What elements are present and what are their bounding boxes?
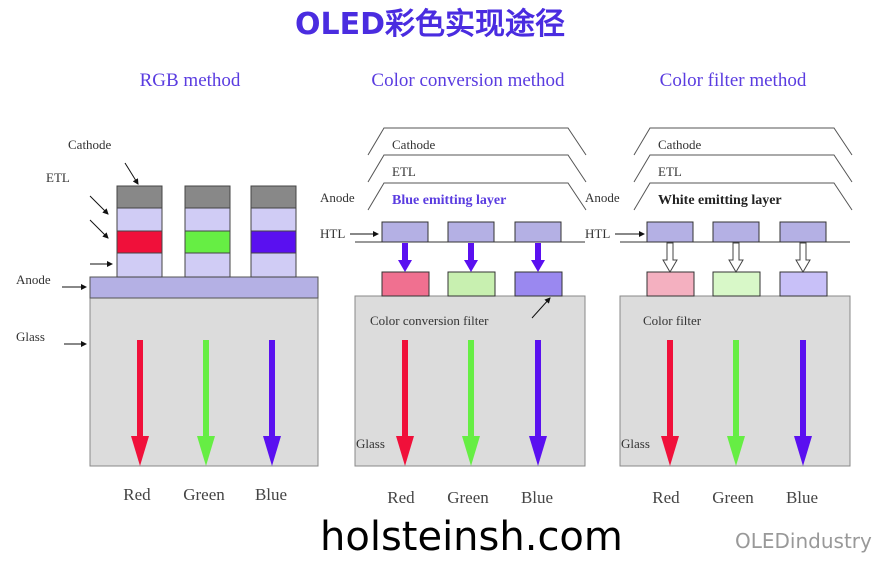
green-filter (712, 271, 761, 297)
etl-layer (250, 207, 297, 232)
pixel-electrode (712, 221, 760, 243)
green-light-arrow (727, 340, 745, 466)
htl-layer (250, 252, 297, 278)
blue-light-arrow (529, 340, 547, 466)
anode-label: Anode (16, 272, 51, 287)
cathode-label: Cathode (658, 137, 702, 152)
blue-filter (779, 271, 828, 297)
blue-light-arrow (531, 243, 545, 272)
red-light-arrow (131, 340, 149, 466)
green-label: Green (712, 488, 754, 507)
blue-light-arrow (398, 243, 412, 272)
etl-label: ETL (392, 164, 416, 179)
oledindustry-logo: OLEDindustry (735, 529, 872, 553)
etl-layer (184, 207, 231, 232)
blue-light-arrow (263, 340, 281, 466)
pixel-stack-blue (250, 185, 297, 278)
cathode-layer (250, 185, 297, 209)
red-label: Red (387, 488, 415, 507)
rgb-heading: RGB method (140, 70, 241, 91)
red-label: Red (652, 488, 680, 507)
blue-filter (514, 271, 563, 297)
blue-label: Blue (255, 485, 287, 504)
green-filter (447, 271, 496, 297)
green-label: Green (447, 488, 489, 507)
cathode-layer (116, 185, 163, 209)
blue-light-arrow (464, 243, 478, 272)
rgb-panel: Cathode ETL Anode Glass (16, 137, 319, 467)
red-light-arrow (396, 340, 414, 466)
ccm-panel: Cathode ETL Blue emitting layer Anode HT… (320, 127, 587, 467)
white-light-arrow (795, 242, 811, 273)
glass-label: Glass (356, 436, 385, 451)
red-label: Red (123, 485, 151, 504)
anode-label: Anode (320, 190, 355, 205)
cathode-label: Cathode (392, 137, 436, 152)
cf-panel: Cathode ETL White emitting layer Anode H… (585, 127, 853, 467)
emitting-layer (116, 230, 163, 254)
filter-label: Color conversion filter (370, 313, 489, 328)
etl-label: ETL (46, 170, 70, 185)
blue-label: Blue (521, 488, 553, 507)
blue-light-arrow (794, 340, 812, 466)
emitting-layer (250, 230, 297, 254)
watermark-site: holsteinsh.com (320, 514, 623, 560)
glass-label: Glass (621, 436, 650, 451)
etl-layer (116, 207, 163, 232)
page-title: OLED彩色实现途径 (295, 7, 565, 42)
red-filter (646, 271, 695, 297)
green-light-arrow (462, 340, 480, 466)
ccm-heading: Color conversion method (371, 70, 565, 91)
htl-label: HTL (320, 226, 345, 241)
pixel-electrode (514, 221, 562, 243)
filter-label: Color filter (643, 313, 702, 328)
pixel-stack-red (116, 185, 163, 278)
white-light-arrow (662, 242, 678, 273)
htl-layer (116, 252, 163, 278)
etl-label: ETL (658, 164, 682, 179)
pixel-stack-green (184, 185, 231, 278)
pixel-electrode (646, 221, 694, 243)
green-label: Green (183, 485, 225, 504)
emitting-layer (184, 230, 231, 254)
anode-label: Anode (585, 190, 620, 205)
white-light-arrow (728, 242, 744, 273)
red-light-arrow (661, 340, 679, 466)
emitting-layer-label: Blue emitting layer (392, 193, 506, 208)
green-light-arrow (197, 340, 215, 466)
pixel-electrode (779, 221, 827, 243)
emitting-layer-label: White emitting layer (658, 193, 782, 208)
cf-heading: Color filter method (660, 70, 807, 91)
blue-label: Blue (786, 488, 818, 507)
htl-layer (184, 252, 231, 278)
pixel-electrode (447, 221, 495, 243)
cathode-layer (184, 185, 231, 209)
red-filter (381, 271, 430, 297)
glass-label: Glass (16, 329, 45, 344)
cathode-label: Cathode (68, 137, 112, 152)
pixel-electrode (381, 221, 429, 243)
htl-label: HTL (585, 226, 610, 241)
